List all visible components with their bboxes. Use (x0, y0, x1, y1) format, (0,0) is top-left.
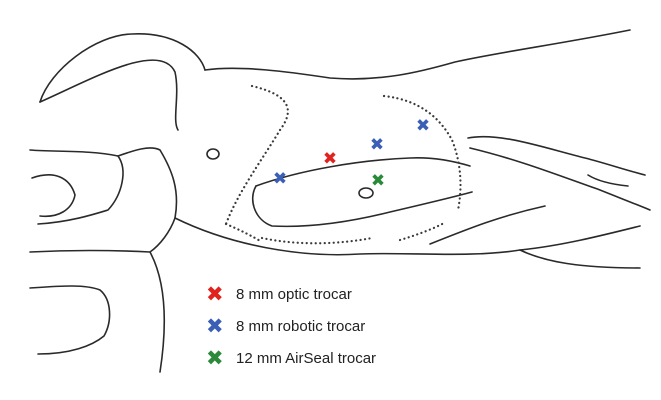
green-cross-icon: ✖ (206, 345, 224, 370)
surgical-field-boundary (224, 84, 462, 245)
trocar-markers: ✖ ✖ ✖ ✖ ✖ (273, 116, 430, 191)
legend-label: 8 mm robotic trocar (236, 317, 366, 335)
optic-trocar-marker: ✖ (323, 149, 337, 169)
legend-label: 12 mm AirSeal trocar (236, 349, 377, 367)
legend-item-optic: ✖ 8 mm optic trocar (206, 278, 466, 310)
legend: ✖ 8 mm optic trocar ✖ 8 mm robotic troca… (206, 278, 466, 374)
legend-item-airseal: ✖ 12 mm AirSeal trocar (206, 342, 466, 374)
legend-item-robotic: ✖ 8 mm robotic trocar (206, 310, 466, 342)
legend-label: 8 mm optic trocar (236, 285, 352, 303)
body-outline (29, 29, 651, 373)
robotic-trocar-marker: ✖ (416, 116, 430, 136)
red-cross-icon: ✖ (206, 281, 224, 306)
robotic-trocar-marker: ✖ (370, 135, 384, 155)
airseal-trocar-marker: ✖ (371, 171, 385, 191)
blue-cross-icon: ✖ (206, 313, 224, 338)
robotic-trocar-marker: ✖ (273, 169, 287, 189)
